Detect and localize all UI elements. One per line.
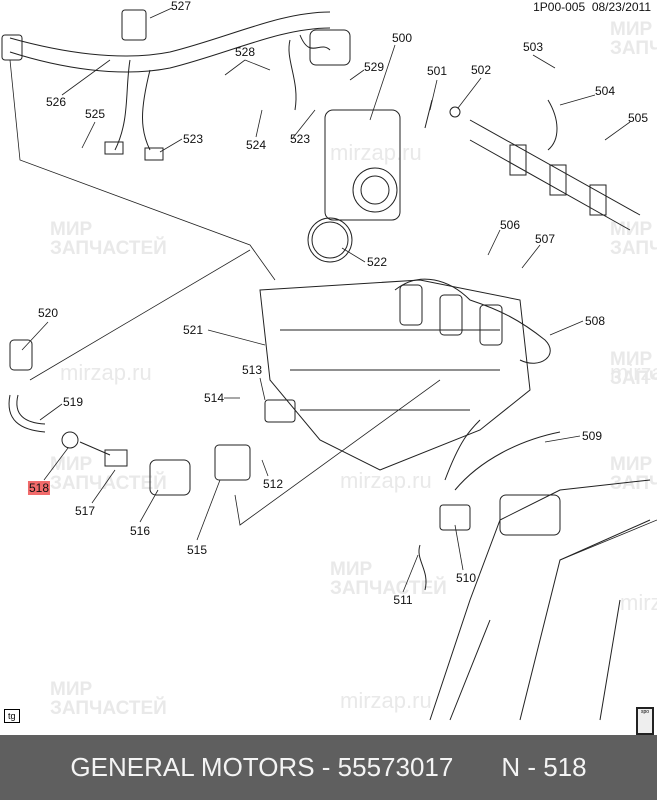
tg-badge: tg	[4, 709, 20, 723]
callout-513[interactable]: 513	[241, 363, 263, 377]
callout-503[interactable]: 503	[522, 40, 544, 54]
callout-520[interactable]: 520	[37, 306, 59, 320]
callout-502[interactable]: 502	[470, 63, 492, 77]
callout-510[interactable]: 510	[455, 571, 477, 585]
callout-511[interactable]: 511	[393, 593, 413, 607]
parts-diagram: МИРЗАПЧАСТЕЙМИРЗАПЧАСТЕЙМИРЗАПЧАСТЕЙМИРЗ…	[1, 0, 657, 735]
diagram-drawing	[1, 7, 657, 721]
callout-517[interactable]: 517	[74, 504, 96, 518]
callout-525[interactable]: 525	[84, 107, 106, 121]
callout-529[interactable]: 529	[363, 60, 385, 74]
callout-521[interactable]: 521	[182, 323, 204, 337]
diagram-date: 08/23/2011	[591, 0, 651, 14]
callout-519[interactable]: 519	[62, 395, 84, 409]
callout-501[interactable]: 501	[426, 64, 448, 78]
diagram-code: 1P00-005	[533, 0, 586, 14]
callout-527[interactable]: 527	[170, 0, 192, 13]
callout-522[interactable]: 522	[366, 255, 388, 269]
footer-part-number: GENERAL MOTORS - 55573017	[70, 752, 454, 782]
callout-523[interactable]: 523	[289, 132, 311, 146]
footer-reference: N - 518	[501, 752, 587, 782]
diagram-header: 1P00-005 08/23/2011	[533, 0, 651, 14]
callout-516[interactable]: 516	[129, 524, 151, 538]
footer-bar: GENERAL MOTORS - 55573017 N - 518	[0, 735, 657, 800]
callout-518[interactable]: 518	[27, 481, 51, 495]
callout-505[interactable]: 505	[627, 111, 649, 125]
callout-515[interactable]: 515	[186, 543, 208, 557]
callout-514[interactable]: 514	[203, 391, 225, 405]
callout-524[interactable]: 524	[245, 138, 267, 152]
callout-509[interactable]: 509	[581, 429, 603, 443]
callout-508[interactable]: 508	[584, 314, 606, 328]
callout-528[interactable]: 528	[234, 45, 256, 59]
callout-512[interactable]: 512	[262, 477, 284, 491]
callout-507[interactable]: 507	[534, 232, 556, 246]
callout-506[interactable]: 506	[499, 218, 521, 232]
callout-526[interactable]: 526	[45, 95, 67, 109]
callout-504[interactable]: 504	[594, 84, 616, 98]
callout-500[interactable]: 500	[391, 31, 413, 45]
callout-523[interactable]: 523	[182, 132, 204, 146]
spo-badge: spo	[636, 707, 654, 735]
